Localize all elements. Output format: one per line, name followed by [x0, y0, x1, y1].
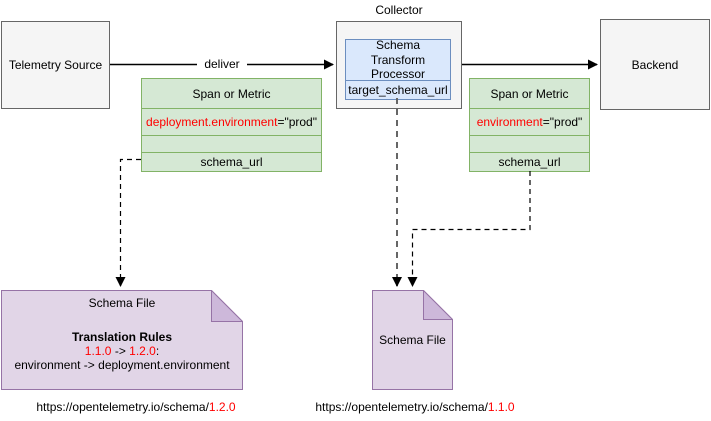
span-right-title: Span or Metric — [490, 86, 569, 101]
note-shape — [372, 290, 453, 390]
span-right-attribute-row: environment="prod" — [470, 108, 589, 135]
note-fold-corner — [423, 290, 453, 320]
schema-url-1-2-0: https://opentelemetry.io/schema/1.2.0 — [36, 400, 236, 414]
schema-transform-processor-node: Schema Transform Processor target_schema… — [345, 38, 451, 100]
backend-label: Backend — [631, 57, 679, 72]
right-schema-url-to-file-connector — [407, 171, 531, 287]
span-left-title: Span or Metric — [192, 86, 271, 101]
schema-file-mid-title: Schema File — [379, 333, 446, 347]
processor-title: Schema Transform Processor — [370, 38, 426, 82]
note-fold-corner — [211, 290, 243, 322]
telemetry-source-node: Telemetry Source — [1, 21, 110, 109]
span-right-schema-url-row: schema_url — [470, 152, 589, 171]
span-left-attr-name: deployment.environment — [146, 115, 278, 129]
span-right-empty-row — [470, 135, 589, 152]
span-or-metric-right-node: Span or Metric environment="prod" schema… — [469, 78, 590, 172]
span-left-schema-url-row: schema_url — [142, 152, 321, 171]
schema-url-1-1-0: https://opentelemetry.io/schema/1.1.0 — [315, 400, 515, 414]
translation-rule-mapping: environment -> deployment.environment — [14, 358, 230, 372]
collector-label: Collector — [375, 3, 423, 17]
span-left-empty-row — [142, 135, 321, 152]
backend-node: Backend — [600, 19, 710, 110]
note-shape — [1, 290, 243, 390]
translation-rules-block: Translation Rules 1.1.0 -> 1.2.0: enviro… — [1, 330, 243, 372]
translation-rules-title: Translation Rules — [71, 330, 173, 344]
schema-file-mid-node: Schema File — [372, 290, 453, 390]
span-left-attr-value: ="prod" — [277, 115, 317, 129]
span-left-attribute-row: deployment.environment="prod" — [142, 108, 321, 135]
schema-file-left-node: Schema File Translation Rules 1.1.0 -> 1… — [1, 290, 243, 390]
span-right-attr-name: environment — [476, 115, 543, 129]
left-schema-url-to-file-connector — [115, 158, 141, 287]
span-right-attr-value: ="prod" — [542, 115, 583, 129]
schema-file-left-title: Schema File — [88, 296, 156, 310]
processor-target-schema-url-row: target_schema_url — [346, 80, 450, 99]
span-or-metric-left-node: Span or Metric deployment.environment="p… — [141, 78, 322, 172]
deliver-edge-label: deliver — [197, 58, 247, 71]
translation-rule-versions: 1.1.0 -> 1.2.0: — [84, 344, 160, 358]
telemetry-source-label: Telemetry Source — [8, 58, 103, 72]
